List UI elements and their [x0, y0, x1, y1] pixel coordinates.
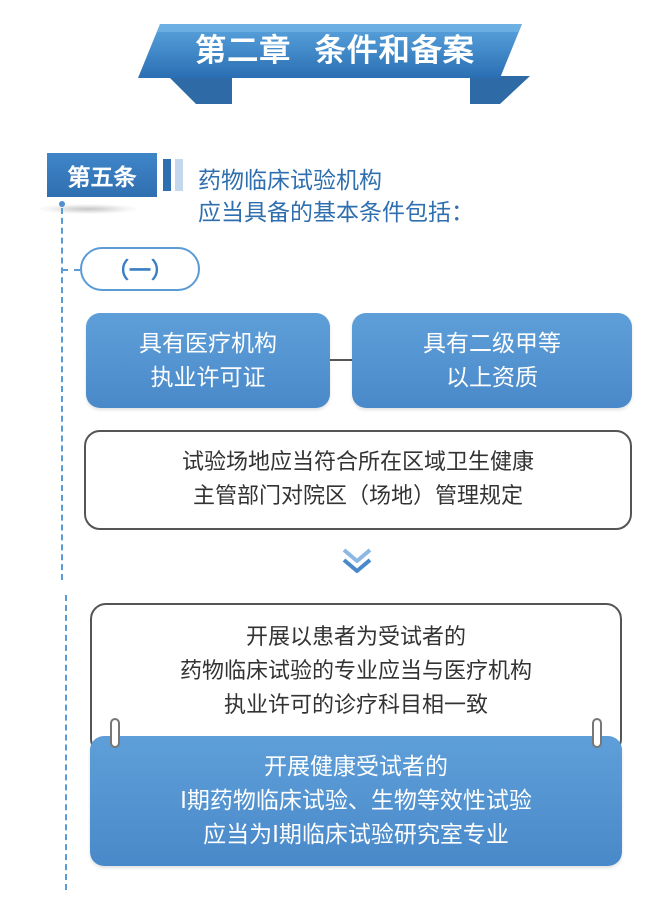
condition-phase1-line-1: 开展健康受试者的 [264, 754, 448, 780]
condition-license-line-2: 执业许可证 [150, 364, 266, 391]
article-intro-line-2: 应当具备的基本条件包括： [198, 200, 474, 226]
timeline-branch [62, 269, 80, 271]
condition-site-line-2: 主管部门对院区（场地）管理规定 [192, 484, 523, 509]
condition-specialty-box: 开展以患者为受试者的 药物临床试验的专业应当与医疗机构 执业许可的诊疗科目相一致 [90, 603, 622, 755]
chapter-banner-ribbon [138, 24, 530, 104]
item-label-pill: （一） [80, 247, 200, 291]
banner-left-tail [168, 76, 232, 104]
condition-specialty-line-2: 药物临床试验的专业应当与医疗机构 [179, 659, 532, 684]
left-scroll-pin [110, 718, 120, 748]
tag-bar-light [175, 159, 183, 191]
condition-license-box: 具有医疗机构 执业许可证 [86, 313, 330, 408]
condition-license-line-1: 具有医疗机构 [139, 330, 277, 357]
condition-specialty-line-1: 开展以患者为受试者的 [245, 625, 466, 650]
article-tag: 第五条 [47, 153, 157, 197]
banner-body [138, 24, 522, 78]
condition-specialty-line-3: 执业许可的诊疗科目相一致 [223, 693, 488, 718]
condition-phase1-box: 开展健康受试者的 Ⅰ期药物临床试验、生物等效性试验 应当为Ⅰ期临床试验研究室专业 [90, 736, 622, 866]
banner-right-tail [470, 76, 530, 104]
article-intro-line-1: 药物临床试验机构 [198, 168, 382, 194]
condition-site-box: 试验场地应当符合所在区域卫生健康 主管部门对院区（场地）管理规定 [84, 430, 632, 530]
timeline-line-upper [61, 208, 63, 580]
timeline-dot [59, 201, 65, 207]
condition-phase1-line-3: 应当为Ⅰ期临床试验研究室专业 [203, 822, 509, 848]
condition-phase1-line-2: Ⅰ期药物临床试验、生物等效性试验 [180, 788, 532, 814]
timeline-line-lower [65, 595, 67, 890]
right-scroll-pin [592, 718, 602, 748]
condition-grade-box: 具有二级甲等 以上资质 [352, 313, 632, 408]
tag-shadow [40, 204, 136, 214]
condition-site-line-1: 试验场地应当符合所在区域卫生健康 [181, 450, 534, 475]
condition-grade-line-1: 具有二级甲等 [423, 330, 561, 357]
chapter-title: 第二章 条件和备案 [195, 32, 475, 69]
double-chevron-down-icon [342, 548, 372, 573]
condition-grade-line-2: 以上资质 [446, 364, 538, 391]
box-connector [330, 359, 352, 361]
tag-bar-dark [163, 159, 171, 191]
